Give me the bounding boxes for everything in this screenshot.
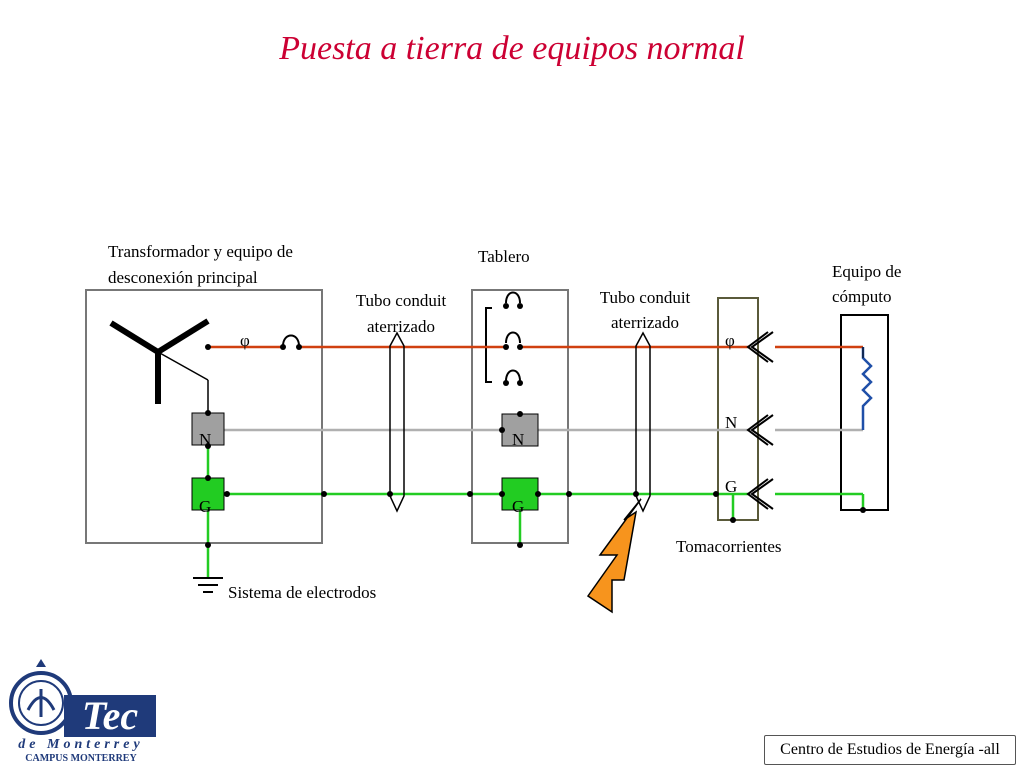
label-equipment-b: cómputo	[832, 287, 892, 306]
neutral-link-transformer	[157, 351, 209, 381]
logo-line-2: CAMPUS MONTERREY	[25, 753, 137, 764]
neutral-bar-panel	[501, 413, 539, 447]
label-outlets: Tomacorrientes	[676, 537, 782, 556]
label-electrodes: Sistema de electrodos	[228, 583, 377, 602]
transformer-enclosure	[85, 289, 323, 544]
logo-line-1: de Monterrey	[18, 737, 144, 752]
main-disconnect-switch	[282, 334, 300, 347]
label-ground-panel: G	[512, 497, 525, 516]
footer-credit: Centro de Estudios de Energía -all	[764, 735, 1016, 765]
junction-dots	[205, 344, 866, 548]
logo-brand: Tec	[64, 695, 156, 737]
label-phase-transformer: φ	[240, 331, 250, 350]
label-ground-outlet: G	[725, 477, 738, 496]
panel-breakers	[505, 291, 521, 382]
wye-transformer-symbol	[109, 318, 210, 404]
label-ground-transformer: G	[199, 497, 212, 516]
label-neutral-transformer: N	[199, 430, 212, 449]
label-conduit-2a: Tubo conduit	[599, 288, 691, 307]
label-equipment-a: Equipo de	[832, 262, 902, 281]
equipment-load-coil	[861, 347, 873, 430]
panel-breaker-bracket	[485, 307, 492, 383]
label-phase-outlet: φ	[725, 331, 735, 350]
label-neutral-outlet: N	[725, 413, 738, 432]
tec-logo: Tec de Monterrey CAMPUS MONTERREY	[6, 655, 156, 765]
label-conduit-1b: aterrizado	[367, 317, 435, 336]
label-transformer-2: desconexión principal	[108, 268, 258, 287]
page-title: Puesta a tierra de equipos normal	[279, 30, 745, 67]
conduit-1	[389, 331, 405, 513]
tec-seal-icon	[9, 659, 73, 735]
label-conduit-1a: Tubo conduit	[355, 291, 447, 310]
equipment-enclosure	[840, 314, 889, 511]
outlet-frame	[717, 297, 759, 521]
label-transformer: Transformador y equipo de	[108, 242, 293, 261]
label-conduit-2b: aterrizado	[611, 313, 679, 332]
outlet-prongs	[746, 331, 774, 510]
label-panel: Tablero	[478, 247, 530, 266]
conduit-2	[635, 331, 651, 513]
earth-ground-symbol	[193, 577, 223, 593]
lightning-bolt	[586, 498, 642, 614]
label-neutral-panel: N	[512, 430, 525, 449]
